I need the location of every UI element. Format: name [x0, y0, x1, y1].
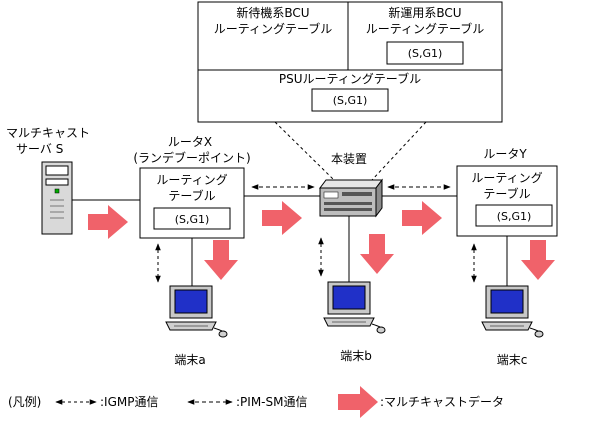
standby-bcu-subtitle: ルーティングテーブル	[214, 21, 333, 36]
terminal-b: 端末b	[323, 281, 386, 363]
active-bcu-entry-box	[386, 41, 464, 65]
psu-entry: (S,G1)	[333, 94, 368, 107]
router-y-name: ルータY	[483, 147, 527, 161]
legend: (凡例) :IGMP通信 :PIM-SM通信 :マルチキャストデータ	[8, 386, 504, 418]
router-y-table-line2: テーブル	[483, 186, 530, 201]
active-bcu-title: 新運用系BCU	[388, 5, 461, 20]
router-y-table-line1: ルーティング	[471, 171, 542, 185]
router-x-entry-box	[153, 207, 231, 230]
multicast-flow	[88, 201, 555, 280]
multicast-arrow-right-3	[402, 201, 442, 235]
router-x-name: ルータX	[168, 135, 212, 149]
terminal-c: 端末c	[481, 285, 544, 367]
terminal-b-label: 端末b	[340, 349, 372, 363]
router-y-entry-box	[475, 204, 553, 227]
multicast-arrow-down-b	[360, 234, 394, 274]
device-callout-left	[274, 121, 335, 181]
multicast-arrow-right-1	[88, 205, 128, 239]
multicast-arrow-right-2	[262, 201, 302, 235]
pc-icon	[323, 281, 386, 334]
standby-bcu-title: 新待機系BCU	[236, 5, 309, 20]
active-bcu-entry: (S,G1)	[408, 47, 443, 60]
device-callout-right	[371, 121, 427, 181]
this-device: 本装置	[319, 152, 383, 218]
terminal-c-label: 端末c	[497, 353, 528, 367]
router-x-table-line2: テーブル	[168, 188, 215, 203]
pc-icon	[165, 285, 228, 338]
active-bcu-subtitle: ルーティングテーブル	[366, 21, 485, 36]
device-table-panel: 新待機系BCU ルーティングテーブル 新運用系BCU ルーティングテーブル (S…	[197, 1, 503, 123]
multicast-arrow-down-c	[521, 240, 555, 280]
router-x-role: (ランデブーポイント)	[133, 150, 250, 165]
router-x-table-line1: ルーティング	[156, 173, 227, 187]
psu-entry-box	[311, 88, 389, 112]
multicast-arrow-down-a	[204, 240, 238, 280]
router-x: ルータX (ランデブーポイント) ルーティング テーブル (S,G1)	[133, 135, 251, 239]
legend-igmp: :IGMP通信	[100, 395, 158, 409]
server-label-line1: マルチキャスト	[6, 126, 90, 140]
router-y-entry: (S,G1)	[497, 210, 532, 223]
device-label: 本装置	[331, 152, 367, 166]
router-x-entry: (S,G1)	[175, 213, 210, 226]
pc-icon	[481, 285, 544, 338]
network-links	[72, 195, 508, 286]
multicast-server: マルチキャスト サーバ S	[6, 126, 90, 235]
server-icon	[41, 161, 73, 235]
legend-multicast: :マルチキャストデータ	[380, 394, 504, 409]
switch-icon	[319, 178, 383, 218]
server-label-line2: サーバ S	[16, 142, 63, 156]
router-y: ルータY ルーティング テーブル (S,G1)	[456, 147, 558, 237]
terminal-a: 端末a	[165, 285, 228, 367]
terminal-a-label: 端末a	[174, 353, 205, 367]
legend-multicast-symbol	[338, 386, 378, 418]
psu-table-title: PSUルーティングテーブル	[279, 71, 421, 86]
legend-pim: :PIM-SM通信	[236, 395, 307, 409]
legend-title: (凡例)	[8, 395, 41, 409]
